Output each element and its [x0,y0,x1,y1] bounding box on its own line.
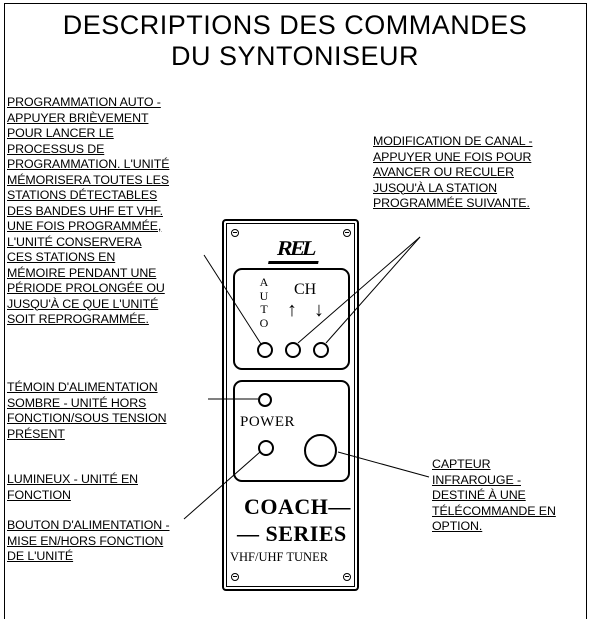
label-line: CES STATIONS EN [7,250,116,264]
label-line: FONCTION/SOUS TENSION [7,411,167,425]
auto-vertical-label: A U T O [257,275,271,330]
outer-frame [4,3,587,619]
screw-icon [343,573,351,581]
auto-letter: U [259,288,269,303]
channel-down-arrow-icon: ↓ [314,299,324,321]
label-line: MÉMORISERA TOUTES LES [7,172,170,187]
title-line-2: DU SYNTONISEUR [170,41,420,71]
power-button-label: BOUTON D'ALIMENTATION - MISE EN/HORS FON… [7,518,170,565]
power-label-text: POWER [240,414,295,430]
tuner-faceplate [222,219,359,591]
coach-series-line-2: — SERIES [237,521,347,546]
page-title: DESCRIPTIONS DES COMMANDES DU SYNTONISEU… [0,10,590,72]
label-line: DESTINÉ À UNE [432,488,526,502]
channel-label-text: CH [294,281,317,298]
title-line-1: DESCRIPTIONS DES COMMANDES [62,10,528,40]
infrared-sensor [304,434,337,467]
auto-program-button[interactable] [257,342,273,358]
channel-up-button[interactable] [285,342,301,358]
ch-up-leader-line [297,236,421,344]
label-line: SOIT REPROGRAMMÉE. [7,312,149,326]
label-line: PROGRAMMATION. L'UNITÉ [7,157,170,171]
label-line: OPTION. [432,519,483,533]
ch-down-leader-line [325,236,421,344]
auto-leader-line [203,254,262,345]
label-line: PÉRIODE PROLONGÉE OU [7,281,165,295]
label-line: UNE FOIS PROGRAMMÉE, [7,219,162,233]
label-line: JUSQU'À CE QUE L'UNITÉ [7,296,159,311]
power-indicator-led [258,393,272,407]
ir-sensor-label: CAPTEUR INFRAROUGE - DESTINÉ À UNE TÉLÉC… [432,457,556,535]
coach-series-line-1: COACH— [244,494,351,519]
label-line: INFRAROUGE - [432,472,521,487]
auto-letter: A [259,275,269,289]
label-line: MISE EN/HORS FONCTION [7,533,164,548]
label-line: JUSQU'À LA STATION [373,180,498,195]
label-line: L'UNITÉ CONSERVERA [7,234,142,249]
power-button[interactable] [258,440,274,456]
channel-down-button[interactable] [313,342,329,358]
screw-icon [231,229,239,237]
channel-control-box [233,268,350,370]
power-button-leader-line [183,451,261,520]
label-line: POUR LANCER LE [7,126,114,140]
screw-icon [343,229,351,237]
label-line: PRÉSENT [7,426,65,441]
label-line: DE L'UNITÉ [7,549,74,563]
label-line: TÉLÉCOMMANDE EN [432,503,556,518]
auto-letter: T [260,302,268,316]
label-line: PROGRAMMÉE SUIVANTE. [373,196,530,210]
power-control-box [233,380,350,482]
label-line: MODIFICATION DE CANAL - [373,134,533,148]
label-line: AVANCER OU RECULER [373,165,514,179]
screw-icon [231,573,239,581]
label-line: MÉMOIRE PENDANT UNE [7,265,157,280]
power-led-label: TÉMOIN D'ALIMENTATION SOMBRE - UNITÉ HOR… [7,380,167,442]
label-line: PROGRAMMATION AUTO - [7,95,161,109]
auto-letter: O [259,315,269,330]
tuner-label-text: VHF/UHF TUNER [230,550,329,564]
auto-program-label: PROGRAMMATION AUTO - APPUYER BRIÈVEMENT … [7,95,170,328]
power-led-lit-label: LUMINEUX - UNITÉ EN FONCTION [7,472,138,503]
channel-up-arrow-icon: ↑ [287,299,297,321]
label-line: BOUTON D'ALIMENTATION - [7,518,170,532]
label-line: FONCTION [7,487,71,502]
tuner-faceplate-inner [226,223,355,587]
label-line: LUMINEUX - UNITÉ EN [7,472,138,486]
label-line: STATIONS DÉTECTABLES [7,188,158,202]
label-line: PROCESSUS DE [7,141,105,156]
label-line: TÉMOIN D'ALIMENTATION [7,380,158,394]
ir-leader-line [337,451,430,478]
channel-label: MODIFICATION DE CANAL - APPUYER UNE FOIS… [373,134,533,212]
label-line: APPUYER BRIÈVEMENT [7,110,149,125]
label-line: SOMBRE - UNITÉ HORS [7,395,147,410]
label-line: APPUYER UNE FOIS POUR [373,149,532,164]
label-line: DES BANDES UHF ET VHF. [7,203,163,218]
label-line: CAPTEUR [432,457,491,471]
